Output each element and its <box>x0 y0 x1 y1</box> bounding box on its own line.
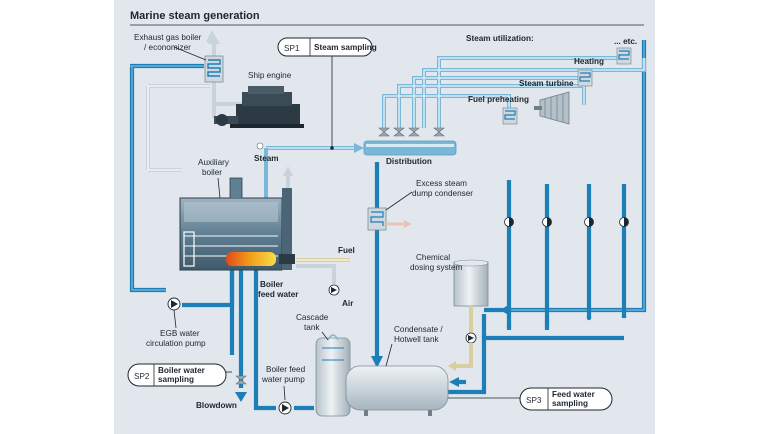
svg-text:Boiler water sampling: Boiler water sampling <box>158 366 207 384</box>
flow-indicator-icon <box>504 217 629 227</box>
svg-text:Feed water sampling: Feed water sampling <box>552 390 597 408</box>
egb-pump-label: EGB water circulation pump <box>146 329 206 348</box>
burner-icon <box>279 254 295 264</box>
fuel-label: Fuel <box>338 246 355 255</box>
air-label: Air <box>342 299 354 308</box>
sp2-id: SP2 <box>134 372 150 381</box>
chemical-dosing-tank <box>453 259 489 307</box>
valve-icon <box>378 127 445 137</box>
boiler-feed-water-label: Boiler feed water <box>258 280 299 299</box>
blowdown-label: Blowdown <box>196 401 237 410</box>
air-pipe <box>296 264 336 284</box>
sp1-callout: SP1 Steam sampling <box>277 37 377 57</box>
exhaust-arrowhead <box>208 34 220 44</box>
air-fan-icon <box>328 284 340 296</box>
hotwell-tank <box>345 365 449 416</box>
dump-condenser-label: Excess steam dump condenser <box>412 179 473 198</box>
diagram-panel: Marine steam generation Ship engine Exha… <box>114 0 655 434</box>
heating-coil-icon <box>577 69 593 87</box>
steam-turbine-label: Steam turbine <box>519 79 574 88</box>
blowdown-valve-icon <box>235 375 247 385</box>
feed-pump-icon <box>278 401 292 415</box>
condensate-return <box>447 335 624 395</box>
sp1-id: SP1 <box>284 44 300 53</box>
etc-coil-icon <box>616 47 632 65</box>
fuel-preheating-coil-icon <box>502 107 518 125</box>
auxiliary-boiler-label: Auxiliary boiler <box>198 158 231 177</box>
condensate-drops <box>506 180 627 330</box>
sp1-text: Steam sampling <box>314 43 377 52</box>
sp3-id: SP3 <box>526 396 542 405</box>
etc-label: ... etc. <box>614 37 637 46</box>
dump-condenser-icon <box>367 207 412 231</box>
steam-valve-icon <box>256 142 264 150</box>
ship-engine-label: Ship engine <box>248 71 292 80</box>
exhaust-gas-boiler-label: Exhaust gas boiler / economizer <box>134 33 204 52</box>
heating-label: Heating <box>574 57 604 66</box>
condensate-markers <box>506 313 627 329</box>
chemical-dosing-label: Chemical dosing system <box>410 253 463 272</box>
pump-icon <box>167 297 181 311</box>
marine-steam-diagram: Marine steam generation Ship engine Exha… <box>127 10 647 417</box>
sp3-callout: SP3 Feed water sampling <box>519 387 613 411</box>
sp2-callout: SP2 Boiler water sampling <box>127 363 227 387</box>
heat-exchanger-coil-icon <box>204 55 224 83</box>
cascade-tank-label: Cascade tank <box>296 313 331 332</box>
diagram-title: Marine steam generation <box>130 10 260 22</box>
burner-flame <box>226 252 276 266</box>
fuel-preheating-label: Fuel preheating <box>468 95 529 104</box>
ship-engine-icon <box>214 86 304 128</box>
steam-utilization-label: Steam utilization: <box>466 34 534 43</box>
steam-label: Steam <box>254 154 279 163</box>
feed-pump-label: Boiler feed water pump <box>261 365 307 384</box>
steam-turbine-icon <box>534 91 570 125</box>
dosing-pump-icon <box>465 332 477 344</box>
distribution-label: Distribution <box>386 157 432 166</box>
distribution-header <box>363 140 457 156</box>
cascade-tank <box>315 334 351 417</box>
hotwell-label: Condensate / Hotwell tank <box>394 325 445 344</box>
feed-water-to-boiler <box>253 270 276 411</box>
